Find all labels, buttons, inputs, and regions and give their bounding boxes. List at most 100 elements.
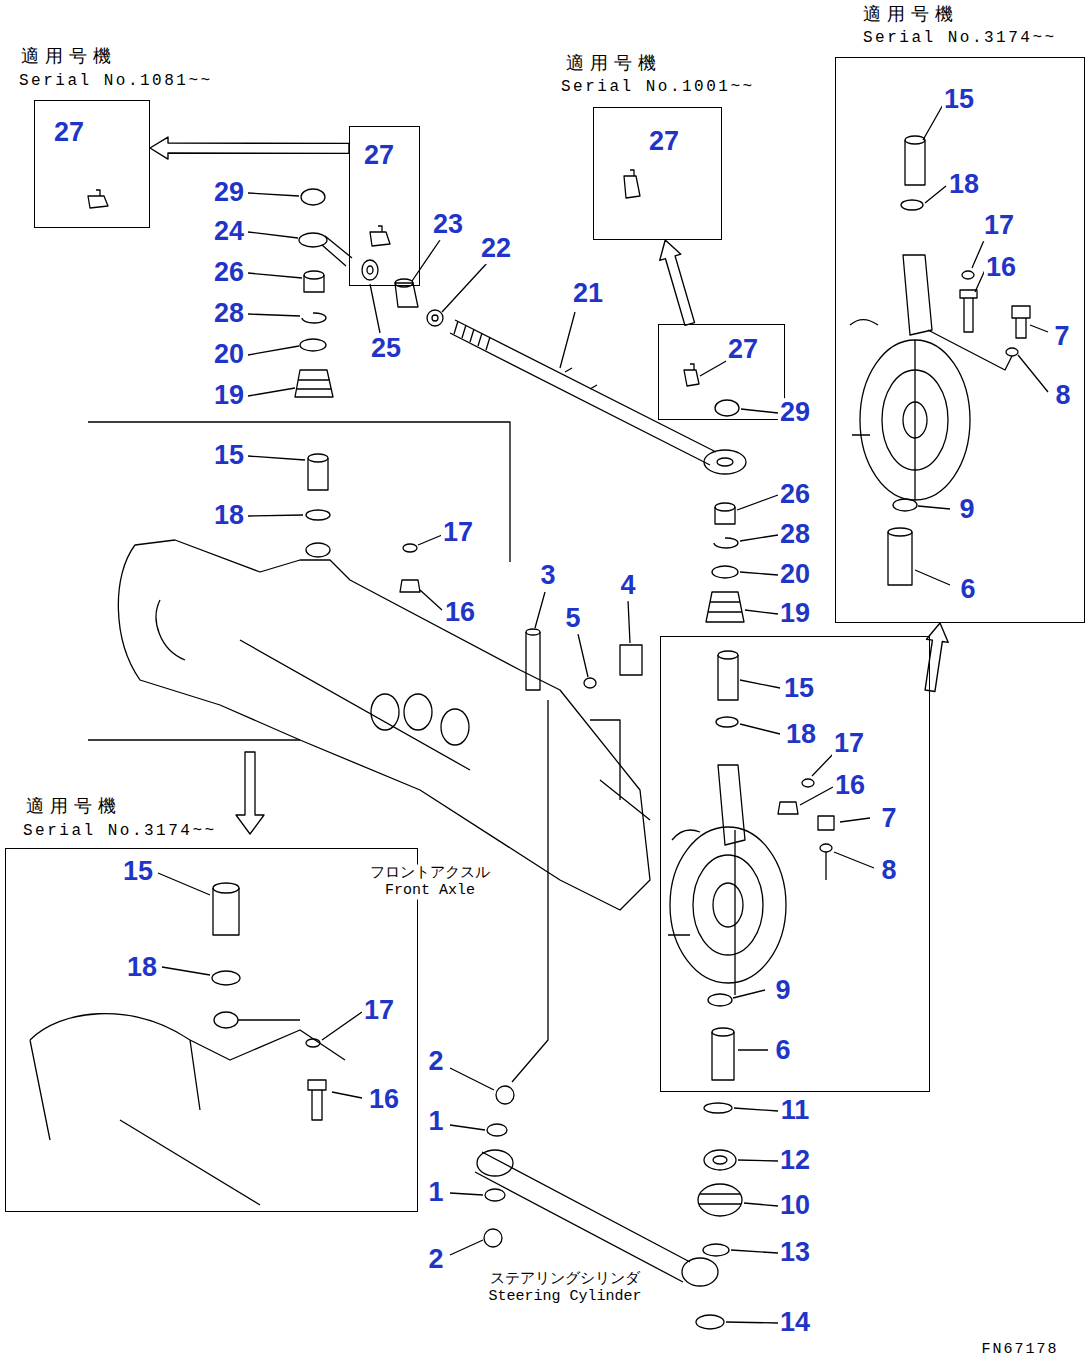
callout-number: 26 [212, 258, 246, 288]
callout-number: 28 [778, 520, 812, 550]
serial-number: Serial No.1001~~ [561, 79, 755, 97]
tie-rod-stroke [704, 450, 746, 474]
steering-knuckle-stroke [850, 320, 915, 500]
leader-line-stroke [512, 700, 548, 1082]
ball-joint-parts-stroke [714, 538, 738, 548]
steering-knuckle-stroke [962, 271, 974, 279]
steering-cylinder-stroke [698, 1184, 742, 1216]
ball-joint-parts-stroke [715, 400, 739, 416]
steering-knuckle-stroke [718, 765, 745, 845]
front-axle-stroke [526, 629, 540, 635]
callout-number: 27 [647, 127, 681, 157]
inset-frame: 151817167896 [660, 636, 930, 1092]
callout-number: 14 [778, 1308, 812, 1338]
steering-knuckle-stroke [30, 1014, 345, 1205]
ball-joint-parts-stroke [301, 189, 325, 205]
steering-knuckle-stroke [712, 1032, 734, 1080]
tie-rod-stroke [717, 458, 733, 466]
ball-joint-parts-stroke [300, 339, 326, 351]
ball-joint-parts-stroke [302, 313, 326, 323]
callout-number: 25 [369, 334, 403, 364]
callout-number: 15 [942, 85, 976, 115]
callout-number: 17 [982, 211, 1016, 241]
serial-number: Serial No.1081~~ [19, 73, 213, 91]
callout-number: 5 [563, 604, 582, 634]
callout-number: 15 [782, 674, 816, 704]
steering-cylinder [475, 1086, 742, 1329]
parts-illustration-stroke [30, 103, 1048, 1329]
callout-number: 19 [778, 599, 812, 629]
leader-line-stroke [726, 1108, 778, 1323]
ball-joint-parts-stroke [624, 170, 640, 198]
steering-cylinder-stroke [485, 1189, 505, 1201]
steering-knuckle-stroke [818, 816, 834, 830]
front-axle-stroke [371, 694, 399, 730]
callout-number: 29 [212, 178, 246, 208]
steering-knuckle-stroke [213, 888, 239, 935]
steering-knuckle-stroke [888, 532, 912, 585]
callout-number: 17 [832, 729, 866, 759]
callout-number: 21 [571, 279, 605, 309]
callout-number: 19 [212, 381, 246, 411]
callout-number: 8 [879, 856, 898, 886]
steering-knuckle-stroke [901, 200, 923, 210]
steering-knuckle-stroke [888, 528, 912, 536]
ball-joint-parts-stroke [706, 592, 744, 622]
steering-knuckle-stroke [214, 1012, 238, 1028]
inset-frame: 適用号機Serial No.1001~~27 [593, 107, 722, 240]
model-heading: 適用号機 [21, 46, 117, 66]
steering-cylinder-stroke [713, 1156, 727, 1164]
ball-joint-parts-stroke [712, 566, 738, 578]
callout-number: 27 [362, 141, 396, 171]
callout-number: 8 [1053, 381, 1072, 411]
leader-line-stroke [733, 680, 874, 1050]
front-axle-stroke [584, 678, 596, 688]
callout-number: 11 [779, 1096, 812, 1126]
callout-number: 26 [778, 480, 812, 510]
inset-frame: 27 [658, 324, 785, 420]
leader-line-stroke [450, 1068, 494, 1255]
leader-line-stroke [535, 592, 630, 677]
steering-knuckle-stroke [1012, 306, 1030, 338]
ball-joint-parts-stroke [367, 266, 373, 274]
callout-number: 23 [431, 210, 465, 240]
steering-knuckle-stroke [1006, 348, 1018, 356]
callout-number: 18 [125, 953, 159, 983]
steering-cylinder-stroke [475, 1152, 690, 1282]
front-axle-stroke [156, 600, 470, 770]
leader-line-stroke [158, 873, 362, 1098]
block-arrow [150, 137, 349, 159]
steering-knuckle-stroke [928, 330, 1012, 370]
region-frame-stroke [236, 752, 264, 834]
ball-joint-parts-stroke [684, 364, 699, 386]
ball-joint-parts [88, 170, 744, 622]
callout-number: 13 [778, 1238, 812, 1268]
steering-knuckle-stroke [718, 655, 738, 700]
front-axle-stroke [620, 645, 642, 675]
steering-knuckle-stroke [893, 499, 917, 511]
front-axle-stroke [526, 632, 540, 690]
region-frame [88, 422, 510, 834]
callout-number: 7 [879, 804, 898, 834]
callout-number: 9 [957, 495, 976, 525]
ball-joint-parts-stroke [88, 190, 108, 208]
front-axle-stroke [118, 540, 650, 910]
steering-knuckle-stroke [306, 1039, 320, 1047]
callout-number: 6 [958, 575, 977, 605]
callout-number: 16 [367, 1085, 401, 1115]
ball-joint-parts-stroke [362, 260, 378, 280]
model-heading: 適用号機 [26, 796, 122, 816]
callout-number: 24 [212, 217, 246, 247]
front-axle-stroke [306, 510, 330, 520]
leader-line-stroke [700, 360, 778, 614]
callout-number: 20 [778, 560, 812, 590]
model-heading: 適用号機 [566, 53, 662, 73]
steering-knuckle-stroke [668, 830, 735, 995]
front-axle [118, 454, 650, 910]
ball-joint-parts-stroke [304, 271, 324, 279]
region-frame-stroke [88, 422, 510, 740]
ball-joint-parts-stroke [715, 503, 735, 511]
ball-joint-parts-stroke [370, 226, 390, 246]
front-axle-stroke [400, 580, 420, 592]
